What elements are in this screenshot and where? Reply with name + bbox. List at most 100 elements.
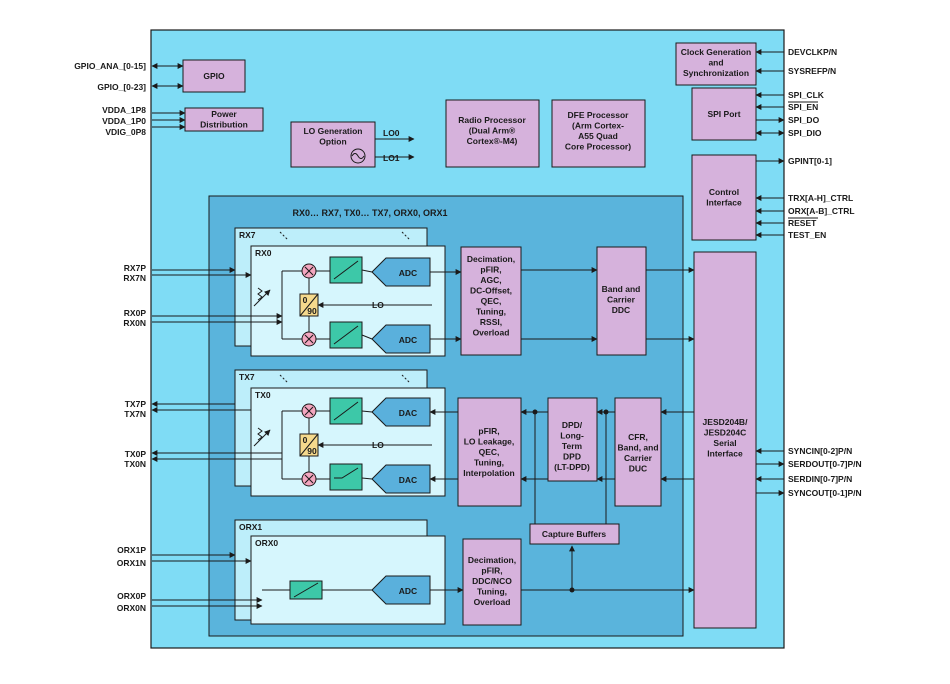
dac-label: DAC (399, 408, 417, 418)
radio-processor-label: Radio Processor(Dual Arm®Cortex®-M4) (458, 115, 526, 146)
gpio-block: GPIO (182, 59, 246, 93)
pin-tx0n: TX0N (124, 459, 146, 469)
phase-90-label: 90 (307, 446, 317, 456)
block-label-line: Capture Buffers (542, 529, 607, 539)
rx-decimation-block: Decimation,pFIR,AGC,DC-Offset,QEC,Tuning… (460, 246, 522, 356)
block-label-line: DC-Offset, (470, 286, 512, 296)
filter-icon (329, 463, 363, 491)
orx1-lane-label: ORX1 (239, 522, 262, 532)
block-label-line: DDC (612, 305, 630, 315)
tx-pfir-label: pFIR,LO Leakage,QEC,Tuning,Interpolation (463, 426, 514, 478)
block-label-line: (LT-DPD) (554, 462, 590, 472)
adc-label: ADC (399, 268, 417, 278)
gpio-label: GPIO (203, 71, 225, 81)
pin-tx0p: TX0P (125, 449, 147, 459)
tx0-chain: DAC DAC 0 90 LO (253, 397, 432, 494)
phase-0-label: 0 (303, 435, 308, 445)
pin-orx0p: ORX0P (117, 591, 146, 601)
block-label-line: Distribution (200, 120, 248, 130)
adc-label: ADC (399, 335, 417, 345)
block-label-line: pFIR, (480, 265, 501, 275)
block-label-line: QEC, (479, 447, 500, 457)
block-label-line: Tuning, (477, 587, 507, 597)
pin-orx1p: ORX1P (117, 545, 146, 555)
block-label-line: Power (211, 109, 237, 119)
pin-vdig-0p8: VDIG_0P8 (105, 127, 146, 137)
pin-devclk: DEVCLKP/N (788, 47, 837, 57)
block-label-line: Decimation, (467, 254, 515, 264)
block-label-line: GPIO (203, 71, 225, 81)
phase-90-label: 90 (307, 306, 317, 316)
block-label-line: LO Generation (303, 126, 362, 136)
pin-tx7n: TX7N (124, 409, 146, 419)
block-label-line: DDC/NCO (472, 576, 512, 586)
lo1-label: LO1 (383, 153, 400, 163)
block-label-line: QEC, (481, 296, 502, 306)
block-label-line: Interface (706, 198, 742, 208)
block-label-line: AGC, (480, 275, 501, 285)
spi-port-block: SPI Port (691, 87, 757, 141)
attenuator-icon (257, 287, 263, 301)
rx0-lane-label: RX0 (255, 248, 272, 258)
block-label-line: Interpolation (463, 468, 514, 478)
block-label-line: Term (562, 441, 583, 451)
pin-spi-do: SPI_DO (788, 115, 820, 125)
pin-sysref: SYSREFP/N (788, 66, 836, 76)
block-label-line: Radio Processor (458, 115, 526, 125)
block-label-line: DPD/ (562, 420, 583, 430)
block-label-line: Overload (474, 597, 511, 607)
tx-pfir-block: pFIR,LO Leakage,QEC,Tuning,Interpolation (457, 397, 522, 507)
pin-trx-ctrl: TRX[A-H]_CTRL (788, 193, 853, 203)
block-label-line: Serial (713, 438, 736, 448)
pin-test-en: TEST_EN (788, 230, 826, 240)
dac-label: DAC (399, 475, 417, 485)
pin-rx7n: RX7N (123, 273, 146, 283)
block-label-line: Control (709, 187, 739, 197)
attenuator-icon (257, 427, 263, 441)
pin-spi-clk: SPI_CLK (788, 90, 825, 100)
block-label-line: Cortex®-M4) (467, 136, 518, 146)
block-label-line: and (708, 58, 723, 68)
block-label-line: JESD204B/ (703, 417, 749, 427)
tx7-lane-label: TX7 (239, 372, 255, 382)
block-label-line: pFIR, (478, 426, 499, 436)
pin-vdda-1p0: VDDA_1P0 (102, 116, 146, 126)
capture-buffers-block: Capture Buffers (529, 523, 620, 545)
lo-label: LO (372, 440, 384, 450)
left-pins: GPIO_ANA_[0-15] GPIO_[0-23] VDDA_1P8 VDD… (74, 61, 146, 613)
pin-reset: RESET (788, 218, 817, 228)
rx-decimation-label: Decimation,pFIR,AGC,DC-Offset,QEC,Tuning… (467, 254, 515, 338)
block-label-line: A55 Quad (578, 131, 618, 141)
block-label-line: RSSI, (480, 317, 502, 327)
pin-serdin: SERDIN[0-7]P/N (788, 474, 852, 484)
block-label-line: LO Leakage, (464, 437, 515, 447)
adc-label: ADC (399, 586, 417, 596)
radio-processor-block: Radio Processor(Dual Arm®Cortex®-M4) (445, 99, 540, 168)
right-pins: DEVCLKP/N SYSREFP/N SPI_CLK SPI_EN SPI_D… (788, 47, 862, 498)
block-label-line: CFR, (628, 432, 648, 442)
block-label-line: Interface (707, 449, 743, 459)
block-label-line: Band, and (617, 443, 658, 453)
lo0-label: LO0 (383, 128, 400, 138)
block-label-line: (Arm Cortex- (572, 121, 624, 131)
block-label-line: (Dual Arm® (469, 126, 516, 136)
rx0-chain: ADC ADC 0 90 LO (253, 256, 432, 354)
pin-spi-en: SPI_EN (788, 102, 818, 112)
pin-gpio-ana: GPIO_ANA_[0-15] (74, 61, 146, 71)
